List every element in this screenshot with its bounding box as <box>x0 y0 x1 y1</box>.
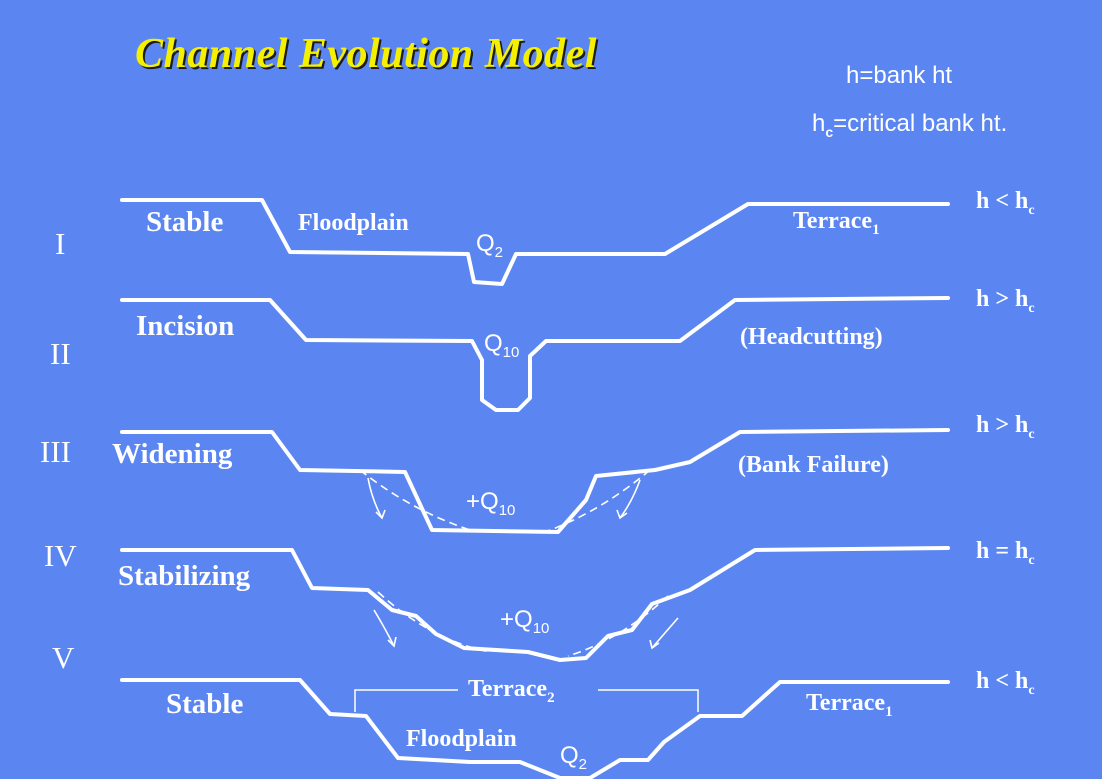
stage-3-left-failure-arc <box>359 469 471 531</box>
stage-5-name: Stable <box>166 688 244 720</box>
stage-4-numeral: IV <box>44 538 77 573</box>
stage-3-left-arrow <box>367 477 383 519</box>
stage-5-flow-label: Q2 <box>560 742 588 773</box>
stage-5-terrace-1-label: Terrace1 <box>806 690 893 720</box>
stage-1-terrace-label: Terrace1 <box>793 208 880 238</box>
stage-2-name: Incision <box>136 310 235 342</box>
stage-2-flow-label: Q10 <box>484 330 520 361</box>
stage-4-left-failure-arc <box>377 591 491 653</box>
stage-4-relation: h = hc <box>976 538 1035 568</box>
stage-3-profile <box>120 428 950 534</box>
legend-bank-height: h=bank ht <box>846 62 953 89</box>
stage-2-headcutting-label: (Headcutting) <box>740 324 883 350</box>
stage-2-numeral: II <box>50 336 71 371</box>
stage-3-numeral: III <box>40 434 71 469</box>
stage-3-relation: h > hc <box>976 412 1035 442</box>
stage-4-right-failure-arc <box>567 595 669 657</box>
stage-4-flow-label: +Q10 <box>500 606 550 637</box>
stage-1-relation: h < hc <box>976 188 1035 218</box>
legend-critical-height: hc=critical bank ht. <box>812 110 1008 140</box>
stage-4-right-arrow <box>651 617 679 649</box>
stage-5-floodplain-label: Floodplain <box>406 726 517 752</box>
stage-3-flow-label: +Q10 <box>466 488 516 519</box>
stage-5-profile <box>120 678 950 779</box>
stage-2-relation: h > hc <box>976 286 1035 316</box>
stage-1-numeral: I <box>55 226 66 261</box>
stage-3-right-failure-arc <box>544 469 651 533</box>
stage-5-relation: h < hc <box>976 668 1035 698</box>
stage-2-profile <box>120 296 950 412</box>
terrace-2-bracket <box>354 689 699 712</box>
stage-3-right-arrow <box>619 479 641 519</box>
stage-5-terrace-2-label: Terrace2 <box>468 676 555 706</box>
stage-3-bank-failure-label: (Bank Failure) <box>738 452 889 478</box>
stage-1-flow-label: Q2 <box>476 230 504 261</box>
stage-3-name: Widening <box>112 438 233 470</box>
stage-4-name: Stabilizing <box>118 560 251 592</box>
slide-title: Channel Evolution Model <box>135 31 597 77</box>
stage-1-profile <box>120 198 950 286</box>
stage-5-numeral: V <box>52 640 75 675</box>
stage-1-name: Stable <box>146 206 224 238</box>
stage-1-floodplain-label: Floodplain <box>298 210 409 236</box>
stage-4-left-arrow <box>373 609 395 647</box>
